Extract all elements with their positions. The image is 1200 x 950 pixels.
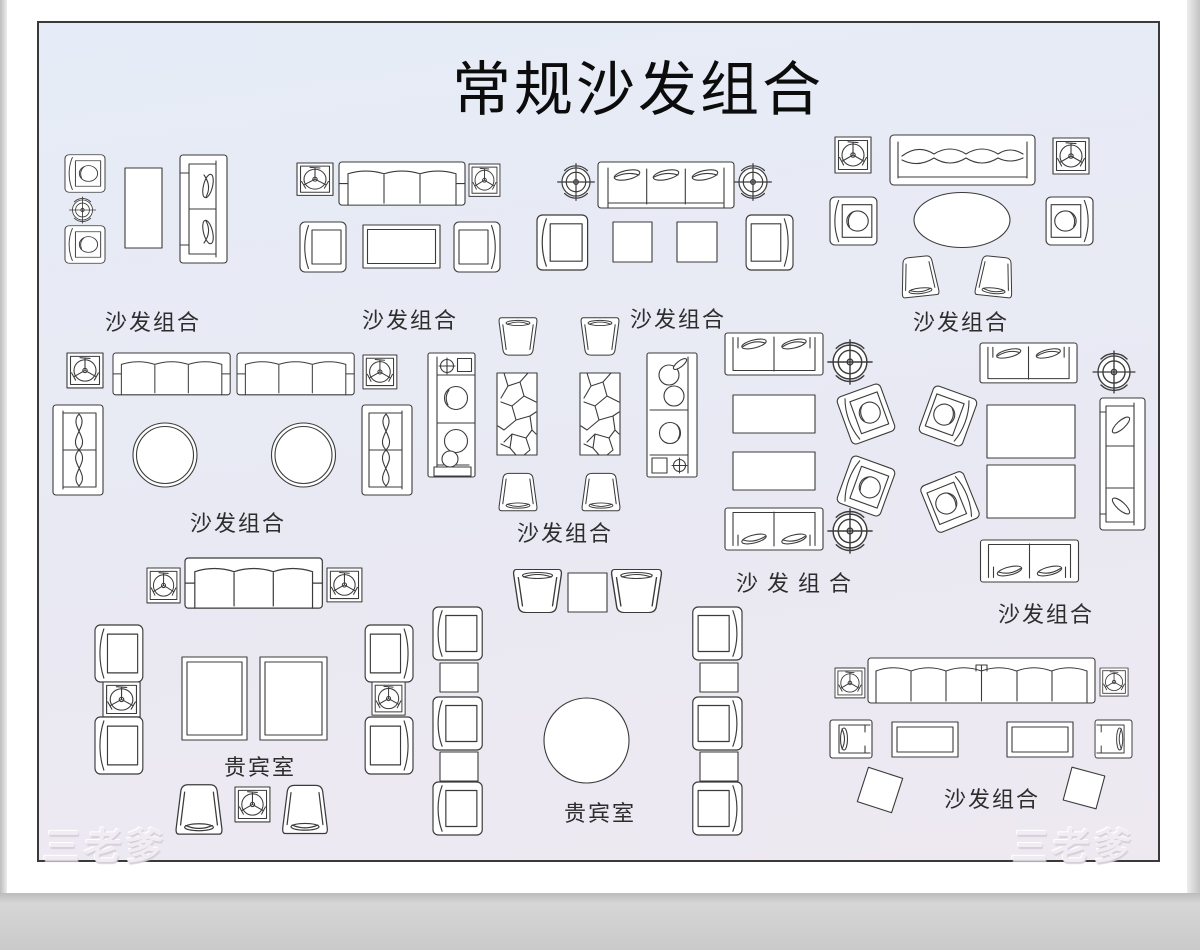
page-shadow-band [0,893,1200,950]
sofa-group-top-right [830,134,1093,299]
vip-room-center [432,568,743,836]
group-label-mid-center-right: 沙发组合 [736,571,861,596]
group-label-top-center-right: 沙发组合 [630,307,727,332]
group-label-bottom-right: 沙发组合 [944,787,1041,812]
group-label-top-left: 沙发组合 [105,310,202,335]
sofa-group-mid-right [918,342,1146,583]
sofa-group-top-center-right [536,161,794,271]
group-label-top-right: 沙发组合 [913,310,1010,335]
sofa-group-bottom-right [829,657,1133,814]
sofa-group-mid-center [427,317,698,512]
group-label-mid-center: 沙发组合 [517,521,614,546]
room-label-vip-center: 贵宾室 [564,801,637,826]
page-title: 常规沙发组合 [452,57,825,123]
group-label-mid-left: 沙发组合 [190,511,287,536]
watermark-left: 三老爹 [41,826,169,867]
sofa-group-top-center-left [296,161,501,273]
sofa-group-mid-left [52,352,413,496]
group-label-top-center-left: 沙发组合 [362,308,459,333]
vip-room-left [94,557,414,835]
room-label-vip-left: 贵宾室 [224,755,297,780]
sofa-group-top-left [65,155,228,264]
group-label-mid-right: 沙发组合 [998,602,1095,627]
watermark-right: 三老爹 [1009,826,1137,867]
page-edge-right [1187,0,1200,893]
page-edge-left [0,0,7,893]
sofa-group-mid-center-right [724,332,896,554]
